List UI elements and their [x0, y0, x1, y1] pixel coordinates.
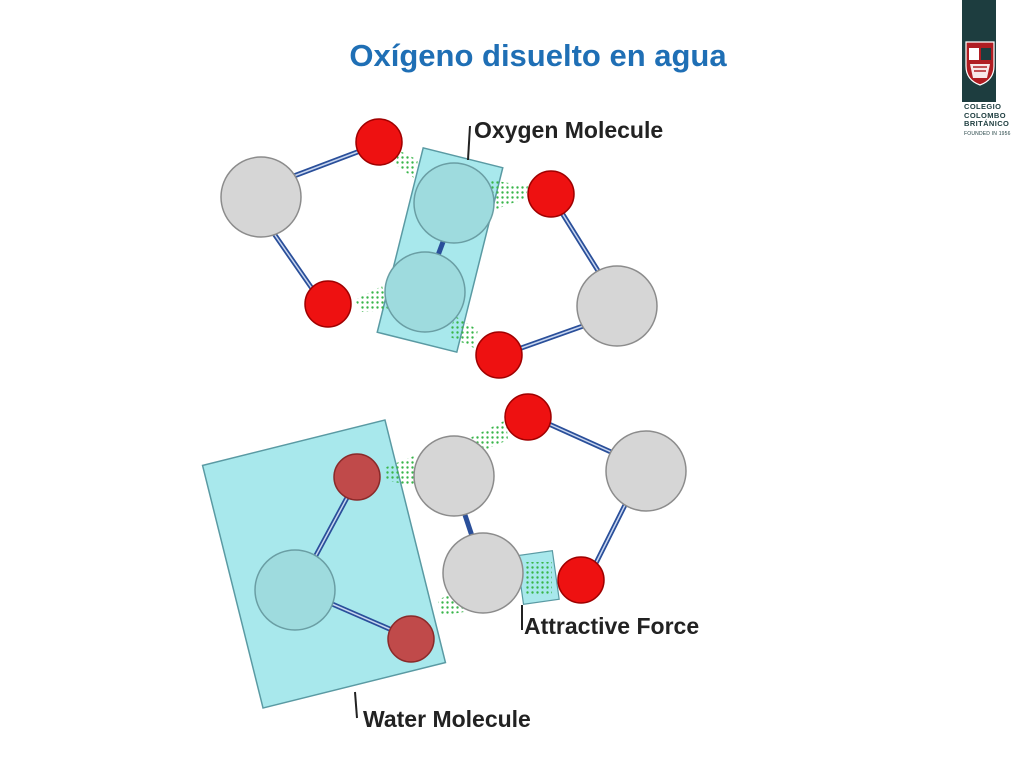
hydrogen-atom: [220, 156, 302, 238]
attractive-force-label: Attractive Force: [524, 613, 699, 639]
logo-line-1: COLEGIO: [964, 102, 1002, 111]
oxygen-molecule-leader: [467, 125, 471, 161]
water-oxygen-atom-highlighted: [387, 615, 435, 663]
force-dots: [396, 150, 418, 178]
oxygen-molecule-atom: [413, 162, 495, 244]
hydrogen-atom: [576, 265, 658, 347]
oxygen-atom: [557, 556, 605, 604]
label-leaders: [354, 125, 523, 719]
attractive-force-dots: [355, 150, 552, 616]
oxygen-atom: [475, 331, 523, 379]
hydrogen-atoms: [220, 156, 687, 614]
oxygen-molecule-label: Oxygen Molecule: [474, 117, 663, 143]
oxygen-atom: [504, 393, 552, 441]
force-dots: [526, 562, 552, 596]
oxygen-atom: [527, 170, 575, 218]
shield-icon: [965, 41, 995, 86]
force-dots: [448, 316, 478, 348]
force-dots: [355, 286, 390, 312]
water-molecule-leader: [354, 691, 358, 719]
school-logo: COLEGIO COLOMBO BRITÁNICO FOUNDED IN 195…: [962, 0, 1024, 150]
force-dots: [384, 456, 414, 486]
slide-title: Oxígeno disuelto en agua: [349, 38, 727, 73]
hydrogen-atom: [413, 435, 495, 517]
oxygen-molecule-atom: [384, 251, 466, 333]
water-oxygen-atom-highlighted: [333, 453, 381, 501]
hydrogen-atom: [442, 532, 524, 614]
force-dots: [490, 180, 528, 210]
hydrogen-atom: [605, 430, 687, 512]
water-hydrogen-atom-highlighted: [254, 549, 336, 631]
logo-line-3: BRITÁNICO: [964, 119, 1010, 128]
oxygen-atom: [355, 118, 403, 166]
water-molecule-label: Water Molecule: [363, 706, 531, 732]
oxygen-atoms: [304, 118, 605, 604]
oxygen-atom: [304, 280, 352, 328]
logo-founded: FOUNDED IN 1956: [964, 131, 1011, 137]
logo-line-2: COLOMBO: [964, 110, 1006, 120]
highlighted-atoms: [254, 162, 495, 663]
